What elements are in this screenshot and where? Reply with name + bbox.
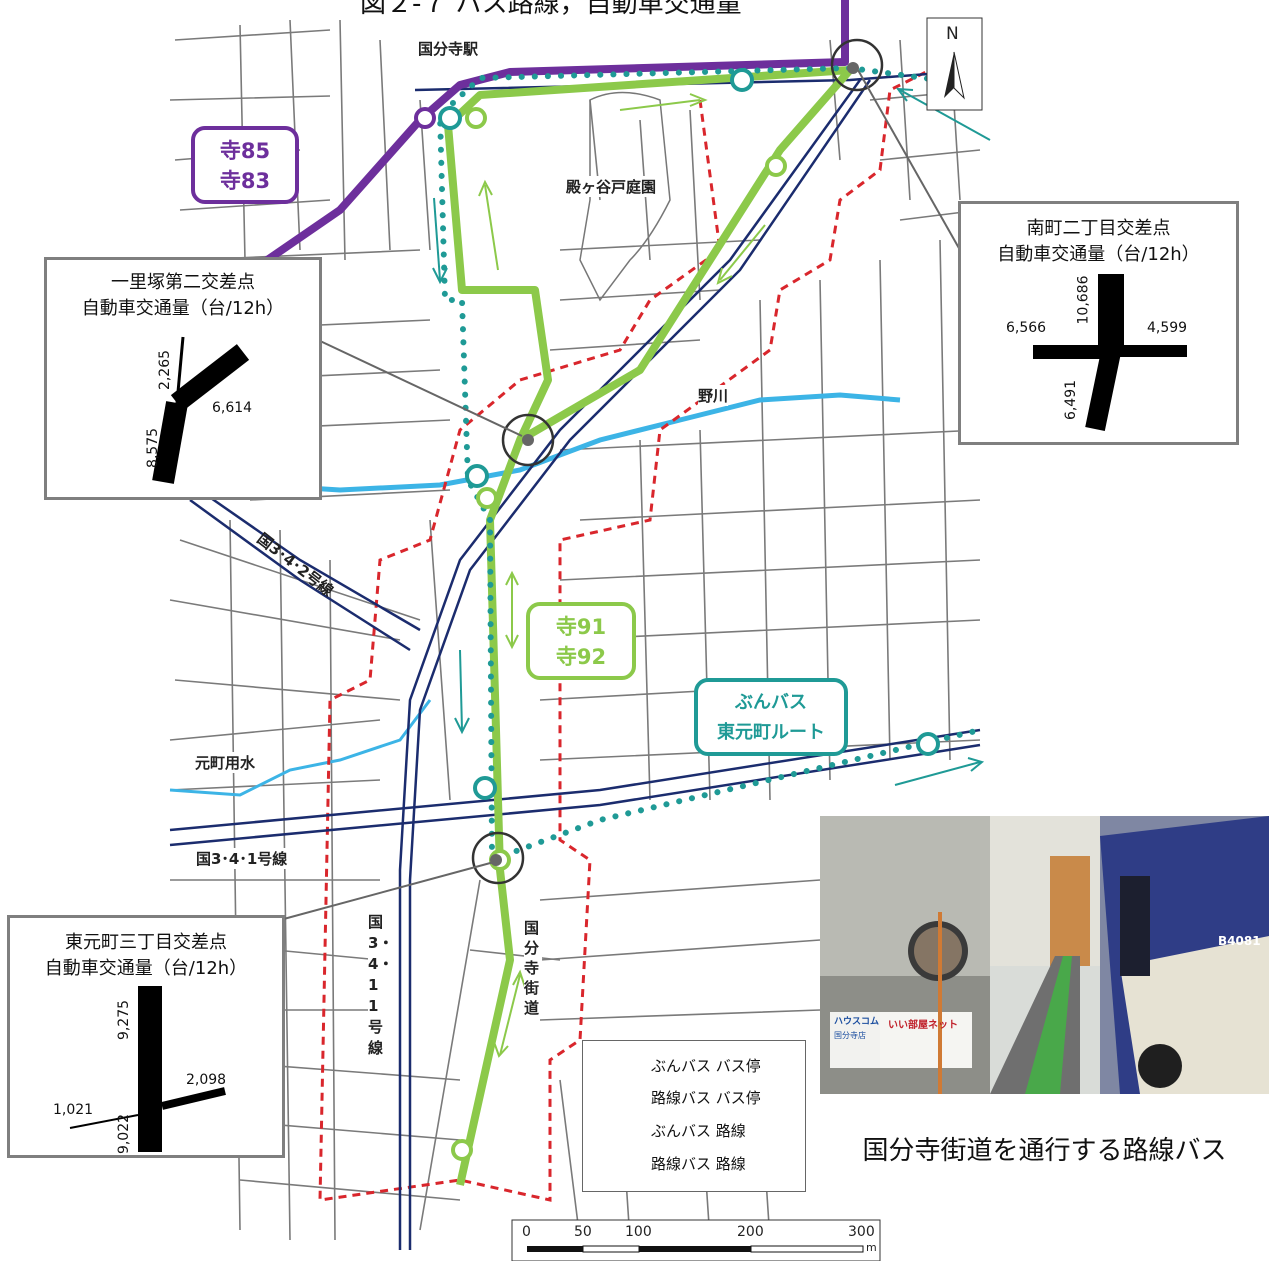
legend-route-stop: 路線バス バス停 — [651, 1089, 761, 1107]
route-92: 寺92 — [555, 645, 607, 669]
green-route-label: 寺91 寺92 — [526, 602, 636, 680]
route-83: 寺83 — [219, 169, 271, 193]
higashimotomachi-flow-diagram — [69, 986, 226, 1152]
river-label: 野川 — [698, 385, 729, 406]
ichirizuka-north-value: 2,265 — [157, 349, 174, 391]
bunbus-route-line — [436, 64, 978, 863]
photo-caption: 国分寺街道を通行する路線バス — [862, 1136, 1227, 1166]
higashimotomachi-subtitle: 自動車交通量（台/12h） — [44, 958, 248, 979]
station-label: 国分寺駅 — [418, 38, 479, 59]
road-3411-label: 国3・4・11号線 — [368, 912, 394, 1059]
north-arrow — [926, 17, 983, 111]
kaido-label: 国分寺街道 — [524, 918, 542, 1018]
scale-tick-50: 50 — [574, 1224, 592, 1240]
higashimotomachi-west-value: 1,021 — [53, 1102, 94, 1118]
garden-label: 殿ヶ谷戸庭園 — [566, 176, 657, 197]
photo-sign-1: ハウスコム — [834, 1017, 880, 1027]
minamicho-name: 南町二丁目交差点 — [1026, 218, 1171, 239]
ichirizuka-south-value: 8,575 — [145, 427, 162, 469]
photo-sign-3: 国分寺店 — [834, 1031, 866, 1040]
scale-tick-0: 0 — [522, 1224, 531, 1240]
minamicho-north-value: 10,686 — [1075, 275, 1092, 325]
road-341-label: 国3･4･1号線 — [196, 848, 288, 869]
direction-arrows — [432, 87, 991, 1058]
street-photo-illustration — [820, 816, 1269, 1094]
scale-tick-200: 200 — [737, 1224, 764, 1240]
garden-outline — [579, 91, 671, 302]
canal-label: 元町用水 — [195, 752, 256, 773]
figure-title: 図２-７ バス路線，自動車交通量 — [360, 0, 742, 19]
north-label: N — [946, 24, 959, 44]
minamicho-subtitle: 自動車交通量（台/12h） — [997, 244, 1200, 265]
purple-route-line — [257, 0, 849, 269]
green-route-line — [444, 66, 854, 1186]
minamicho-west-value: 6,566 — [1006, 320, 1047, 336]
legend-route-bus: 路線バス 路線 — [651, 1155, 746, 1173]
bunbus-route-line-east — [489, 727, 983, 863]
street-photo: ハウスコム いい部屋ネット 国分寺店 B4081 — [820, 816, 1269, 1094]
purple-route-label: 寺85 寺83 — [191, 126, 299, 204]
scale-unit: m — [866, 1241, 877, 1254]
bunbus-route-label: ぶんバス 東元町ルート — [694, 678, 848, 756]
minamicho-east-value: 4,599 — [1147, 320, 1188, 336]
intersection-markers — [471, 38, 884, 885]
higashimotomachi-name: 東元町三丁目交差点 — [65, 932, 227, 953]
legend-bunbus-route: ぶんバス 路線 — [651, 1122, 746, 1140]
legend: ぶんバス バス停 路線バス バス停 ぶんバス 路線 路線バス 路線 — [582, 1040, 806, 1192]
ichirizuka-name: 一里塚第二交差点 — [111, 272, 255, 293]
scale-tick-100: 100 — [625, 1224, 652, 1240]
higashimotomachi-north-value: 9,275 — [116, 999, 133, 1041]
bunbus-route-name: 東元町ルート — [717, 722, 825, 743]
minamicho-south-value: 6,491 — [1063, 379, 1080, 421]
minamicho-flow-diagram — [1033, 274, 1187, 432]
scale-bar — [511, 1219, 881, 1261]
nogawa-river — [179, 392, 901, 493]
ichirizuka-subtitle: 自動車交通量（台/12h） — [81, 298, 285, 319]
scale-tick-300: 300 — [848, 1224, 875, 1240]
motomachi-canal — [169, 699, 432, 797]
higashimotomachi-east-value: 2,098 — [186, 1072, 227, 1088]
higashimotomachi-south-value: 9,022 — [116, 1113, 133, 1155]
minamicho-traffic-box: 南町二丁目交差点 自動車交通量（台/12h） 10,686 6,566 4,59… — [958, 201, 1239, 445]
route-85: 寺85 — [219, 139, 271, 163]
photo-bus-number: B4081 — [1218, 934, 1261, 948]
route-91: 寺91 — [555, 615, 607, 639]
ichirizuka-flow-diagram — [152, 336, 250, 484]
leader-lines — [279, 69, 961, 921]
ichirizuka-east-value: 6,614 — [212, 400, 253, 416]
legend-bunbus-stop: ぶんバス バス停 — [651, 1057, 761, 1075]
higashimotomachi-traffic-box: 東元町三丁目交差点 自動車交通量（台/12h） 9,275 2,098 1,02… — [7, 915, 285, 1158]
bunbus-name: ぶんバス — [735, 692, 807, 713]
photo-sign-2: いい部屋ネット — [888, 1020, 958, 1031]
district-boundary — [318, 68, 931, 1202]
ichirizuka-traffic-box: 一里塚第二交差点 自動車交通量（台/12h） 2,265 6,614 8,575 — [44, 257, 322, 500]
